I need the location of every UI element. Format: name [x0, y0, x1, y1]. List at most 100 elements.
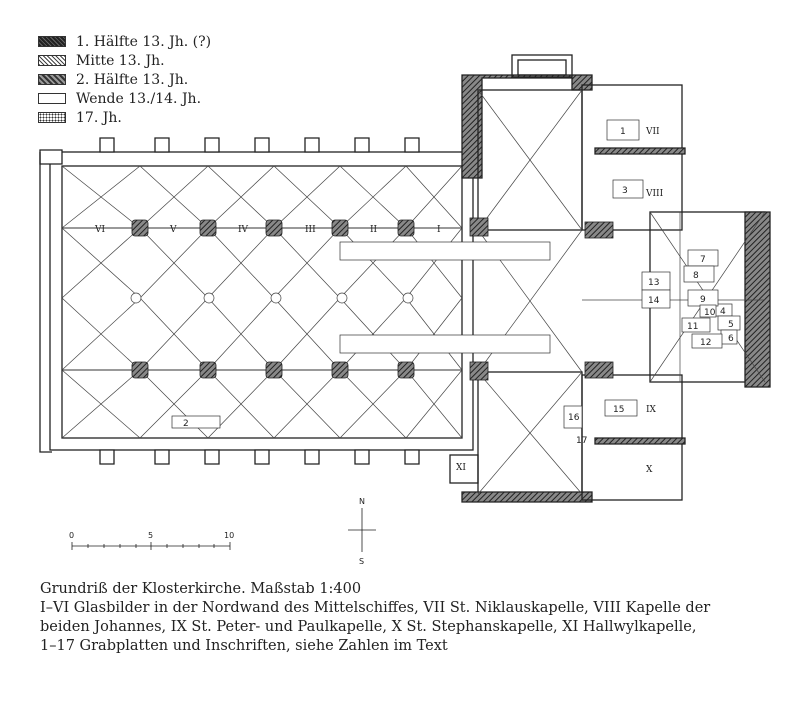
keystone: [402, 292, 414, 304]
nave-pier: [331, 361, 349, 379]
grave-number: 7: [700, 255, 706, 265]
scale-tick-label: 0: [69, 531, 74, 540]
grave-number: 16: [568, 413, 580, 423]
nave-walls: [39, 137, 474, 465]
vault-rib: [273, 227, 341, 299]
grave-number: 4: [720, 307, 726, 317]
scale-tick-label: 5: [148, 531, 153, 540]
vault-rib: [405, 369, 463, 439]
window-label: II: [370, 225, 378, 235]
vault-rib: [339, 297, 407, 371]
transept-walls: [449, 54, 771, 503]
vault-rib: [339, 369, 407, 439]
crossing-piers: [469, 217, 614, 381]
legend: 1. Hälfte 13. Jh. (?) Mitte 13. Jh. 2. H…: [38, 32, 211, 127]
vault-rib: [61, 227, 141, 299]
nave-pier: [131, 219, 149, 237]
vault-rib: [139, 297, 209, 371]
legend-label: Wende 13./14. Jh.: [76, 90, 202, 107]
keystone: [336, 292, 348, 304]
window-label: V: [169, 225, 177, 235]
compass: N S: [348, 497, 376, 566]
nave-vaults: [61, 165, 463, 439]
legend-label: Mitte 13. Jh.: [76, 52, 165, 69]
chapel-label: XI: [456, 463, 466, 473]
legend-item: 2. Hälfte 13. Jh.: [38, 70, 211, 89]
nave-pier: [131, 361, 149, 379]
grave-number: 11: [687, 322, 698, 332]
grave-number: 14: [648, 296, 660, 306]
legend-label: 2. Hälfte 13. Jh.: [76, 71, 189, 88]
grave-number: 12: [700, 338, 711, 348]
legend-item: Wende 13./14. Jh.: [38, 89, 211, 108]
chapel-label: VII: [645, 127, 660, 137]
nave-pier: [199, 361, 217, 379]
choir-stalls: [339, 241, 551, 354]
grave-number: 8: [693, 271, 699, 281]
vault-rib: [405, 297, 463, 371]
vault-rib: [273, 369, 341, 439]
grave-slabs: [171, 119, 741, 429]
vault-rib: [405, 165, 463, 229]
nave-pier: [199, 219, 217, 237]
compass-north: N: [359, 497, 365, 506]
grave-number: 5: [728, 320, 734, 330]
legend-item: Mitte 13. Jh.: [38, 51, 211, 70]
legend-label: 1. Hälfte 13. Jh. (?): [76, 33, 212, 50]
vault-rib: [139, 369, 209, 439]
vault-rib: [207, 227, 275, 299]
grave-number: 1: [620, 127, 626, 137]
vault-rib: [207, 297, 275, 371]
caption-line: 1–17 Grabplatten und Inschriften, siehe …: [40, 638, 448, 654]
legend-swatch-hatch: [38, 74, 66, 85]
scale-tick-label: 10: [224, 531, 234, 540]
legend-swatch-dot: [38, 112, 66, 123]
grave-number: 17: [576, 436, 587, 446]
keystone: [270, 292, 282, 304]
grave-number: 10: [704, 308, 716, 318]
vault-rib: [61, 369, 141, 439]
chapel-label: IX: [646, 405, 657, 415]
nave-pier: [331, 219, 349, 237]
vault-rib: [405, 227, 463, 299]
compass-south: S: [359, 557, 364, 566]
vault-rib: [61, 297, 141, 371]
keystone: [203, 292, 215, 304]
grave-number: 6: [728, 334, 734, 344]
vault-rib: [139, 165, 209, 229]
chapel-label: X: [646, 465, 653, 475]
grave-number: 15: [613, 405, 624, 415]
window-label: IV: [238, 225, 249, 235]
nave-pier: [397, 361, 415, 379]
vault-rib: [139, 227, 209, 299]
nave-pier: [397, 219, 415, 237]
grave-number: 3: [622, 186, 628, 196]
legend-item: 17. Jh.: [38, 108, 211, 127]
legend-item: 1. Hälfte 13. Jh. (?): [38, 32, 211, 51]
chapel-label: VIII: [645, 189, 664, 199]
grave-number: 9: [700, 295, 706, 305]
vault-rib: [339, 227, 407, 299]
caption-title: Grundriß der Klosterkirche. Maßstab 1:40…: [40, 581, 362, 597]
legend-swatch-white: [38, 93, 66, 104]
window-label: VI: [94, 225, 105, 235]
vault-rib: [273, 297, 341, 371]
window-label: I: [437, 225, 441, 235]
caption: Grundriß der Klosterkirche. Maßstab 1:40…: [40, 580, 790, 656]
vault-rib: [61, 165, 141, 229]
nave-pier: [265, 361, 283, 379]
caption-line: beiden Johannes, IX St. Peter- und Paulk…: [40, 619, 697, 635]
keystone: [130, 292, 142, 304]
grave-numbers: 1 2 3 4 5 6 7 8 9 10 11 12 13 14 15 16 1…: [183, 127, 734, 446]
vault-rib: [273, 165, 341, 229]
window-label: III: [305, 225, 316, 235]
scale-bar: 0 5 10: [69, 531, 234, 550]
caption-line: I–VI Glasbilder in der Nordwand des Mitt…: [40, 600, 711, 616]
vault-rib: [207, 165, 275, 229]
vault-rib: [339, 165, 407, 229]
chapel-labels: VII VIII IX X XI: [456, 127, 664, 475]
aisle-lines: [62, 227, 462, 371]
grave-number: 2: [183, 419, 189, 429]
nave-piers: [131, 219, 415, 379]
